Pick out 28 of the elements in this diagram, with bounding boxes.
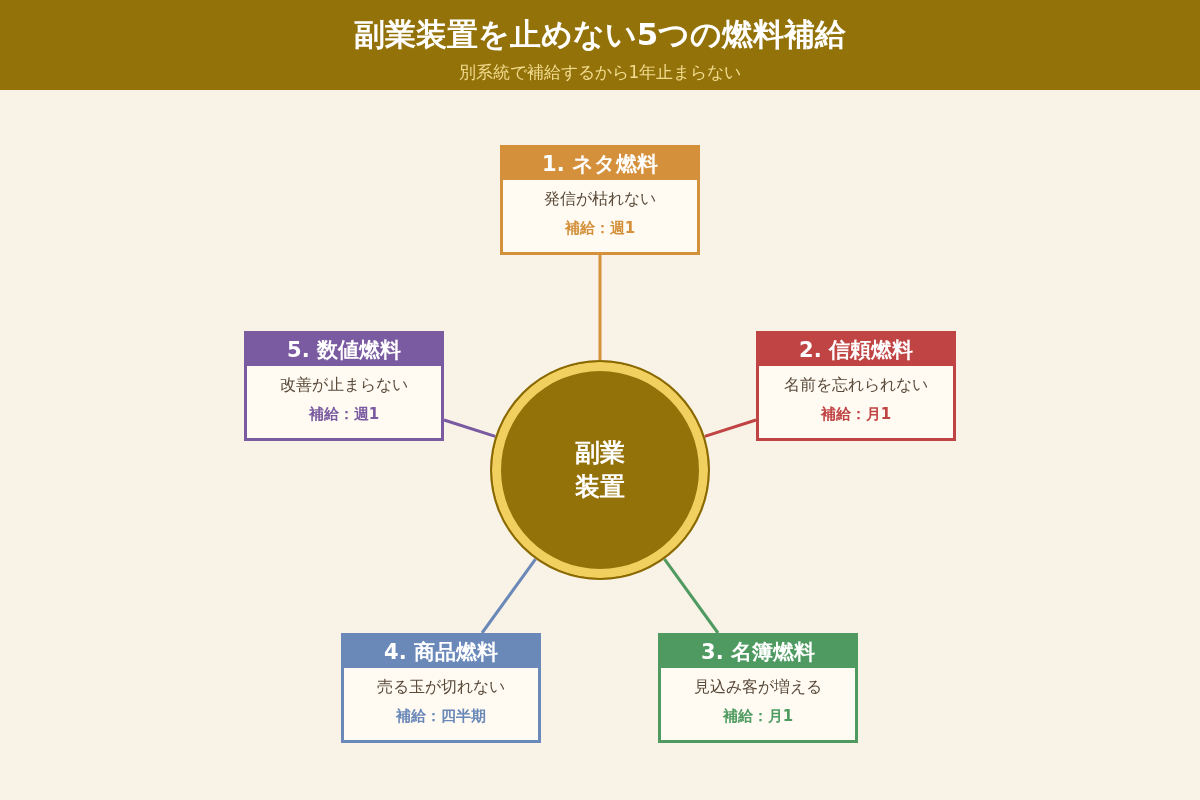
card-heading: 3. 名簿燃料 — [661, 636, 855, 668]
fuel-card — [341, 633, 541, 743]
fuel-card — [658, 633, 858, 743]
connector-line — [443, 418, 496, 438]
fuel-card — [244, 331, 444, 441]
subtitle-text: 別系統で補給するから1年止まらない — [458, 61, 742, 84]
card-text: 見込み客が増える — [694, 676, 822, 698]
card-heading: 1. ネタ燃料 — [503, 148, 697, 180]
supply-text: 補給：月1 — [722, 706, 794, 726]
connector-line — [480, 558, 537, 634]
title-text: 副業装置を止めない5つの燃料補給 — [353, 15, 847, 54]
card-text: 名前を忘れられない — [784, 374, 928, 396]
card-text: 発信が枯れない — [544, 188, 656, 210]
circle-label: 副業装置 — [574, 437, 626, 503]
card-heading: 5. 数値燃料 — [247, 334, 441, 366]
connector-line — [663, 558, 720, 634]
card-text: 売る玉が切れない — [377, 676, 505, 698]
card-heading: 4. 商品燃料 — [344, 636, 538, 668]
fuel-card — [756, 331, 956, 441]
supply-text: 補給：月1 — [820, 404, 892, 424]
card-text: 改善が止まらない — [280, 374, 408, 396]
card-heading: 2. 信頼燃料 — [759, 334, 953, 366]
supply-text: 補給：週1 — [308, 404, 380, 424]
connector-line — [704, 418, 757, 438]
connector-line — [598, 255, 602, 360]
fuel-card — [500, 145, 700, 255]
supply-text: 補給：週1 — [564, 218, 636, 238]
supply-text: 補給：四半期 — [396, 706, 486, 726]
